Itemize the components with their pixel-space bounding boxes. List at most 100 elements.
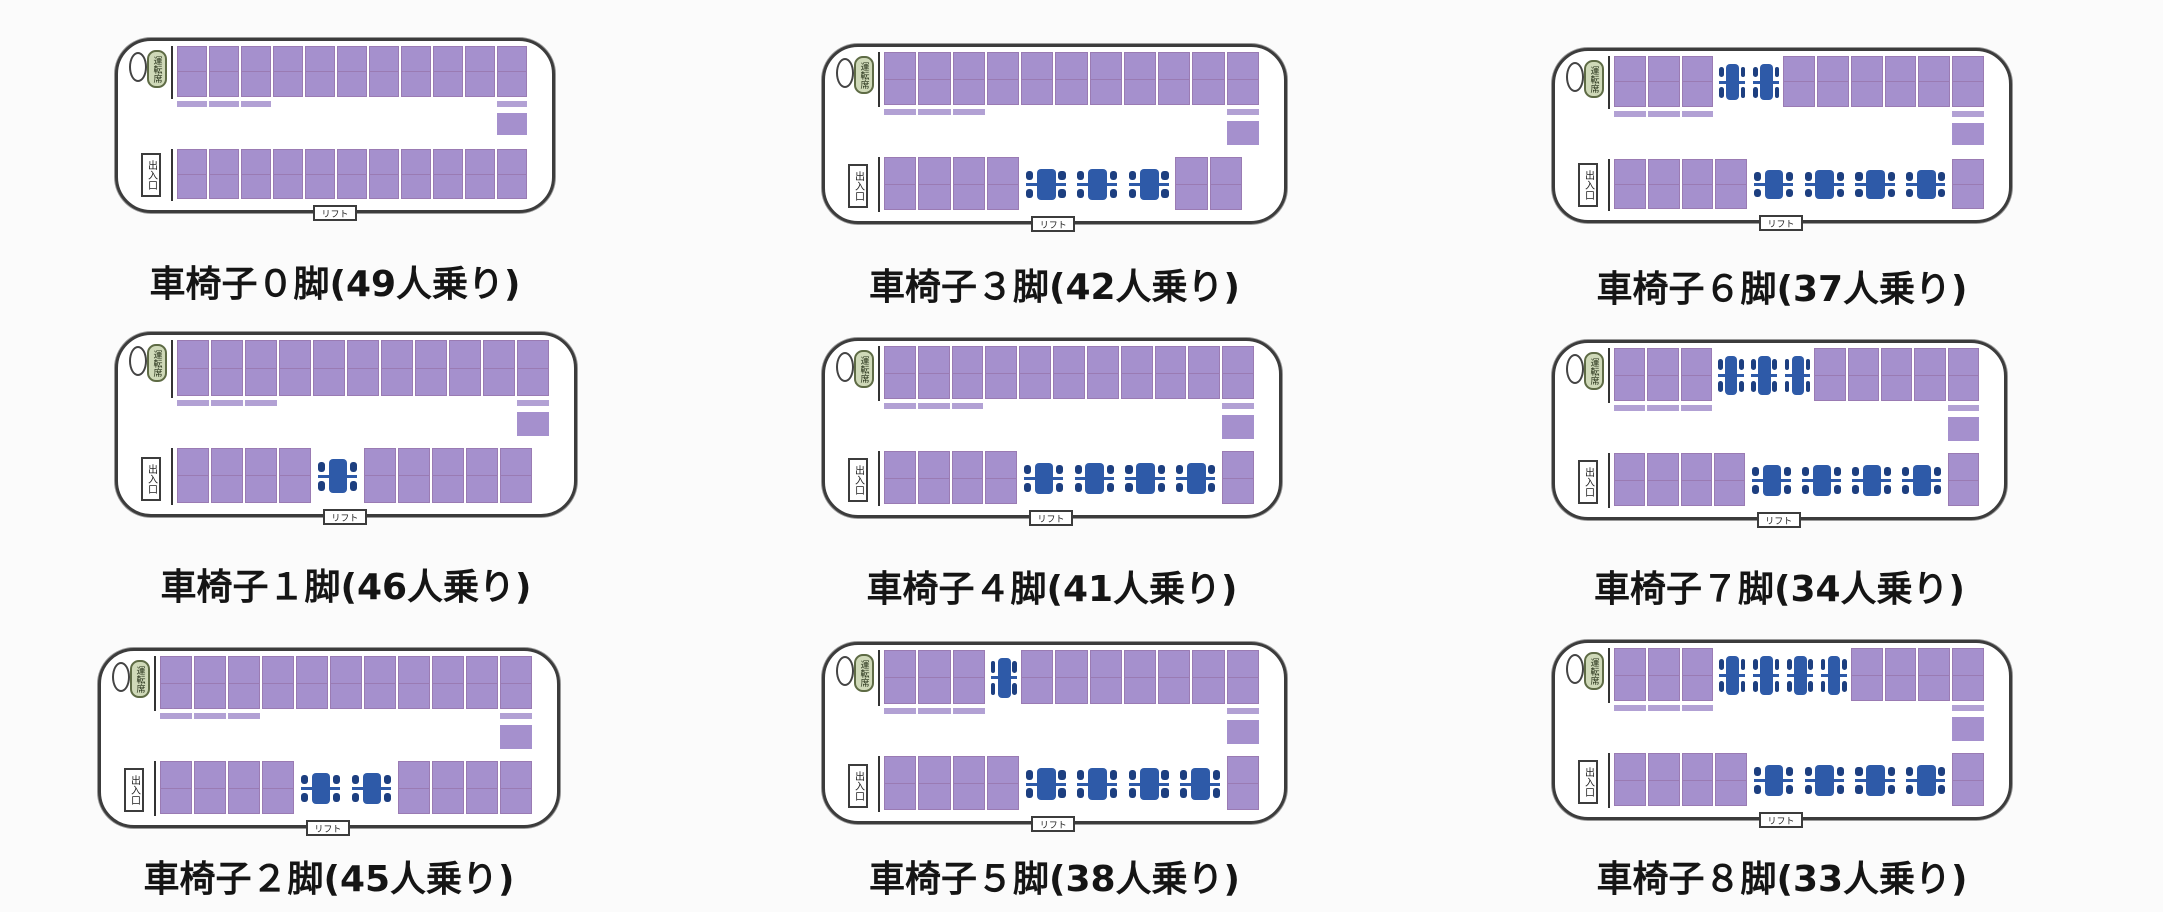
wheelchair-wheel bbox=[1106, 482, 1115, 492]
seat-divider bbox=[177, 367, 209, 369]
seat-icon bbox=[1816, 56, 1849, 107]
seat-divider bbox=[1680, 374, 1713, 376]
seat-icon bbox=[305, 148, 335, 199]
seat-icon bbox=[1123, 650, 1157, 704]
seat-divider bbox=[279, 475, 311, 477]
seat-divider bbox=[1647, 81, 1680, 83]
layout-caption: 車椅子０脚(49人乗り) bbox=[149, 264, 521, 305]
layout-caption: 車椅子１脚(46人乗り) bbox=[160, 567, 532, 608]
seat-icon bbox=[1226, 121, 1259, 145]
seat-icon bbox=[177, 46, 207, 97]
seat-divider bbox=[330, 682, 362, 684]
wheelchair-wheel bbox=[1783, 467, 1791, 477]
wheelchair-icon bbox=[1853, 169, 1898, 202]
wheelchair-wheel bbox=[1786, 784, 1794, 794]
entrance-door-icon: 出入口 bbox=[1578, 760, 1598, 804]
wheelchair-frame bbox=[1719, 80, 1746, 84]
driver-partition bbox=[1608, 348, 1610, 403]
bus-layout-card: 運転席出入口リフト車椅子０脚(49人乗り) bbox=[115, 38, 555, 305]
wheelchair-wheel bbox=[1906, 784, 1914, 794]
bus-layout-card: 運転席出入口リフト車椅子６脚(37人乗り) bbox=[1552, 48, 2012, 310]
seat-icon bbox=[1226, 650, 1259, 704]
mirror-icon bbox=[1566, 654, 1584, 684]
seat-divider bbox=[1614, 183, 1646, 185]
seat-icon bbox=[1647, 453, 1679, 506]
wheelchair-icon bbox=[1783, 354, 1812, 397]
wheelchair-wheel bbox=[1833, 484, 1841, 494]
entrance-door-icon: 出入口 bbox=[848, 764, 868, 808]
wheelchair-wheel bbox=[1774, 680, 1780, 692]
seat-divider bbox=[160, 787, 192, 789]
wheelchair-wheel bbox=[1753, 680, 1758, 692]
seat-divider bbox=[1089, 78, 1122, 80]
seat-icon bbox=[466, 447, 498, 503]
seat-icon bbox=[1089, 52, 1122, 105]
seat-icon bbox=[985, 346, 1018, 399]
seat-icon bbox=[1053, 346, 1085, 399]
seat-divider bbox=[1614, 674, 1646, 676]
driver-partition bbox=[171, 340, 173, 398]
seat-icon bbox=[262, 656, 294, 709]
seat-icon bbox=[398, 447, 430, 503]
wheelchair-icon bbox=[1850, 463, 1894, 498]
seat-icon bbox=[194, 761, 226, 814]
wheelchair-wheel bbox=[1212, 770, 1220, 780]
wheelchair-icon bbox=[1173, 461, 1218, 496]
seat-icon bbox=[1918, 648, 1951, 701]
driver-partition bbox=[878, 650, 880, 706]
wheelchair-wheel bbox=[1933, 484, 1941, 494]
wheelchair-wheel bbox=[1023, 465, 1032, 475]
wheelchair-wheel bbox=[1804, 767, 1812, 777]
wheelchair-frame bbox=[1025, 782, 1066, 786]
seat-divider bbox=[177, 475, 209, 477]
seat-divider bbox=[1814, 374, 1846, 376]
wheelchair-wheel bbox=[1025, 171, 1034, 181]
wheelchair-wheel bbox=[1938, 767, 1946, 777]
wheelchair-wheel bbox=[1751, 359, 1756, 371]
seat-icon bbox=[466, 656, 498, 709]
seat-icon bbox=[415, 340, 447, 396]
seat-divider bbox=[1089, 677, 1122, 678]
entrance-door-icon: 出入口 bbox=[848, 164, 868, 208]
wheelchair-frame bbox=[1128, 782, 1169, 786]
seat-divider bbox=[415, 367, 447, 369]
wheelchair-wheel bbox=[1836, 188, 1845, 198]
seat-icon bbox=[398, 656, 430, 709]
seat-divider bbox=[209, 71, 239, 73]
wheelchair-wheel bbox=[1786, 659, 1792, 671]
seat-icon bbox=[337, 148, 367, 199]
seat-armrest bbox=[884, 708, 917, 714]
wheelchair-wheel bbox=[1212, 788, 1220, 798]
seat-icon bbox=[986, 157, 1020, 210]
lift-icon: リフト bbox=[322, 509, 367, 525]
seat-divider bbox=[1681, 81, 1714, 83]
seat-icon bbox=[1715, 158, 1748, 209]
seat-divider bbox=[884, 78, 917, 80]
seat-icon bbox=[211, 340, 243, 396]
seat-divider bbox=[1884, 81, 1917, 83]
seat-divider bbox=[1614, 479, 1646, 481]
seat-icon bbox=[1715, 753, 1748, 806]
mirror-icon bbox=[836, 352, 854, 382]
seat-icon bbox=[1120, 346, 1153, 399]
seat-armrest bbox=[177, 100, 207, 107]
seat-armrest bbox=[917, 403, 950, 409]
seat-divider bbox=[273, 173, 303, 175]
wheelchair-frame bbox=[1753, 183, 1794, 187]
driver-partition bbox=[878, 52, 880, 107]
seat-icon bbox=[401, 148, 431, 199]
seat-icon bbox=[273, 46, 303, 97]
seat-armrest bbox=[1952, 705, 1984, 711]
seat-divider bbox=[1952, 183, 1984, 185]
wheelchair-frame bbox=[1855, 779, 1895, 783]
bus-layout-card: 運転席出入口リフト車椅子２脚(45人乗り) bbox=[98, 648, 560, 900]
seat-divider bbox=[398, 787, 430, 789]
wheelchair-wheel bbox=[1774, 66, 1780, 78]
seat-icon bbox=[884, 756, 917, 810]
seat-armrest bbox=[245, 399, 277, 406]
seat-armrest bbox=[194, 713, 226, 719]
wheelchair-wheel bbox=[1128, 770, 1136, 780]
seat-icon bbox=[160, 761, 192, 814]
seat-divider bbox=[1952, 81, 1984, 83]
seat-icon bbox=[296, 656, 328, 709]
